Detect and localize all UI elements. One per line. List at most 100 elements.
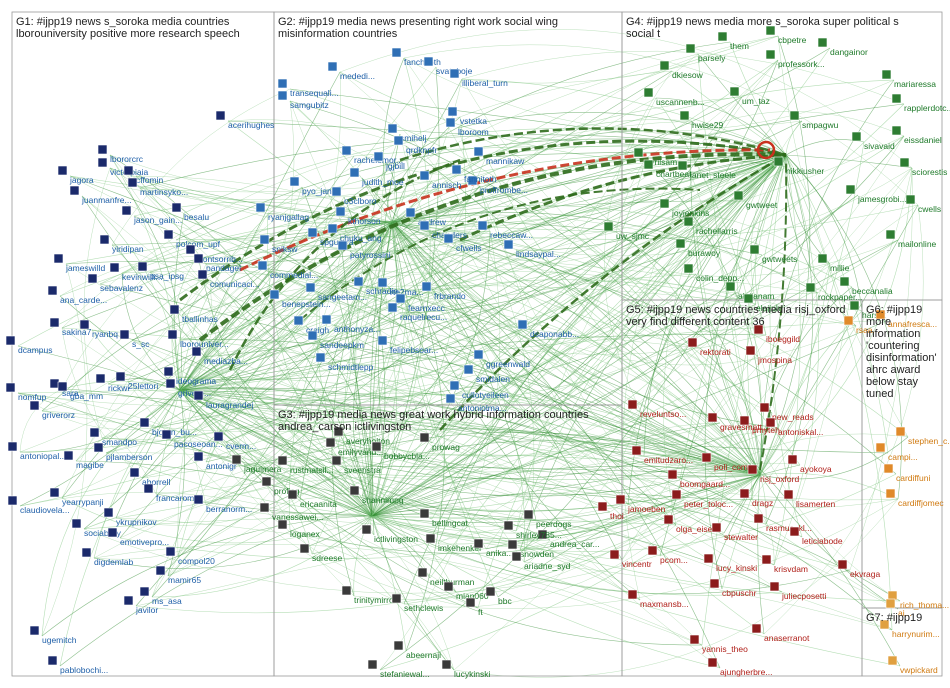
node-jmospina[interactable]: jmospina [745, 345, 792, 365]
node-thoi[interactable]: thoi [597, 501, 624, 521]
node-andrew[interactable]: andrew [405, 207, 447, 227]
node-averyholton[interactable]: averyholton [333, 426, 390, 446]
node-25lettori[interactable]: 25lettori [115, 371, 158, 391]
node-chuku-ang[interactable]: chuku_ang [327, 223, 382, 243]
node-peter-toloc[interactable]: peter_toloc... [671, 489, 733, 509]
node-burawoy[interactable]: burawoy [675, 238, 721, 258]
node-rustmatsil[interactable]: rustmatsil... [277, 455, 333, 475]
node-ms-asa[interactable]: ms_asa [139, 586, 182, 606]
node-cyrilsam[interactable]: cyrilsam [633, 147, 677, 167]
node-mannikaw[interactable]: mannikaw [473, 146, 525, 166]
node-peerdogs[interactable]: peerdogs [523, 509, 571, 529]
node-prowag[interactable]: prowag [419, 432, 460, 452]
node-juanmanfre[interactable]: juanmanfre... [69, 185, 132, 205]
node-spguerra[interactable]: spguerra [307, 227, 354, 247]
node-pontsorrib[interactable]: pontsorrib... [185, 244, 243, 264]
node-ariadne-syd[interactable]: ariadne_syd [511, 551, 571, 571]
node-digdemlab[interactable]: digdemlab [81, 547, 133, 567]
node-transequali[interactable]: transequali... [277, 78, 339, 98]
node-lbororcrc[interactable]: lbororcrc [97, 144, 144, 164]
node-stefaniewal[interactable]: stefaniewal... [367, 659, 430, 679]
node-jamoeben[interactable]: jamoeben [615, 494, 666, 514]
node-imkehenkel[interactable]: imkehenkel [425, 533, 481, 553]
node-compol20[interactable]: compol20 [165, 546, 215, 566]
node-comunicaci[interactable]: comunicaci... [197, 269, 260, 289]
node-chartbeat[interactable]: chartbeat [643, 159, 692, 179]
node-dcampus[interactable]: dcampus [5, 335, 53, 355]
node-rapplerdotc[interactable]: rapplerdotc... [891, 93, 950, 113]
node-pjlamberson[interactable]: pjlamberson [93, 442, 153, 462]
node-uw-sjmc[interactable]: uw_sjmc [603, 221, 650, 241]
node-fannitoth[interactable]: fannitoth [451, 164, 497, 184]
node-ryanbq[interactable]: ryanbq [79, 319, 118, 339]
node-harrynurim[interactable]: harrynurim... [879, 619, 940, 639]
node-snowden[interactable]: snowden [507, 539, 554, 559]
node-juliecposetti[interactable]: juliecposetti [769, 581, 827, 601]
node-elajjuh[interactable]: elajjuh [743, 293, 781, 313]
node-antoniopal[interactable]: antoniopal... [7, 441, 66, 461]
node-commedial[interactable]: commedial... [257, 260, 318, 280]
node-jamesgrobi[interactable]: jamesgrobi... [845, 184, 907, 204]
node-cardiffjomec[interactable]: cardiffjomec [885, 488, 944, 508]
node-bellingcat[interactable]: bellingcat [419, 508, 469, 528]
node-bjoern-bu[interactable]: bjoern_bu... [139, 417, 197, 437]
node-rektorati[interactable]: rektorati [687, 337, 731, 357]
node-ericaanita[interactable]: ericaanita [287, 489, 337, 509]
node-fanchitoth[interactable]: fanchitoth [391, 47, 441, 67]
node-kevinwilli[interactable]: kevinwilli... [109, 262, 163, 282]
node-um-taz[interactable]: um_taz [729, 86, 770, 106]
node-raquelrecu[interactable]: raquelrecu... [387, 302, 447, 322]
node-ggreenwald[interactable]: ggreenwald [473, 349, 530, 369]
node-nomfup[interactable]: nomfup [5, 382, 47, 402]
node-ekvraga[interactable]: ekvraga [837, 559, 881, 579]
node-psa-ipsg[interactable]: psa_ipsg [137, 261, 184, 281]
node-bobbycbla[interactable]: bobbycbla... [371, 441, 430, 461]
node-cfwells[interactable]: cfwells [443, 233, 482, 253]
node-smihelj[interactable]: smihelj [387, 123, 427, 143]
node-hwise29[interactable]: hwise29 [679, 110, 723, 130]
node-maxmansb[interactable]: maxmansb... [627, 589, 689, 609]
node-smpagwu[interactable]: smpagwu [789, 110, 839, 130]
node-sdreese[interactable]: sdreese [299, 543, 343, 563]
node-proffrombe[interactable]: proffrombe... [467, 175, 528, 195]
node-smidalen[interactable]: smidalen [463, 364, 510, 384]
node-lindsaypal[interactable]: lindsaypal... [503, 239, 561, 259]
node-anika[interactable]: anika... [473, 538, 513, 558]
node-pyo-jane[interactable]: pyo_jane [289, 176, 337, 196]
node-aborrell[interactable]: aborrell [129, 467, 170, 487]
node-annafresca[interactable]: annafresca... [875, 309, 937, 329]
node-dkiesow[interactable]: dkiesow [659, 60, 704, 80]
node-kthorson[interactable]: kthorson [335, 206, 381, 226]
node-qrdknpfr[interactable]: qrdknpfr [393, 135, 437, 155]
node-ana-carde[interactable]: ana_carde... [47, 285, 107, 305]
node-annisch[interactable]: annisch [419, 170, 462, 190]
node-vanessawei[interactable]: vanessawei... [259, 502, 324, 522]
node-cbpetre[interactable]: cbpetre [765, 25, 807, 45]
node-antonigr[interactable]: antonigr [193, 451, 237, 471]
node-ajungherbre[interactable]: ajungherbre... [707, 657, 772, 677]
node-janet-steele[interactable]: janet_steele [677, 160, 736, 180]
node-benepstein[interactable]: benepstein... [269, 289, 331, 309]
node-samgubitz[interactable]: samgubitz [277, 90, 329, 110]
node-dangainor[interactable]: dangainor [817, 37, 868, 57]
node-francarom[interactable]: francarom [143, 483, 194, 503]
node-ugemitch[interactable]: ugemitch [29, 625, 77, 645]
node-judith-moe[interactable]: judith_moe [349, 167, 404, 187]
node-antoniolma[interactable]: antoniolma... [445, 393, 507, 413]
node-risj-oxford[interactable]: risj_oxford [747, 464, 799, 484]
node-uscannenb[interactable]: uscannenb... [643, 87, 705, 107]
node-krisvdam[interactable]: krisvdam [761, 554, 808, 574]
node-gwtweets[interactable]: gwtweets [749, 244, 797, 264]
node-sakina7[interactable]: sakina7 [49, 317, 92, 337]
node-dragz[interactable]: dragz [739, 488, 773, 508]
node-acerihughes[interactable]: acerihughes [215, 110, 274, 130]
node-yannis-theo[interactable]: yannis_theo [689, 634, 748, 654]
node-rte2ma[interactable]: rte2ma... [377, 277, 424, 297]
node-emilyvand[interactable]: emilyvand... [325, 437, 383, 457]
node-besalu[interactable]: besalu [171, 202, 209, 222]
node-andrea-car[interactable]: andrea_car... [537, 529, 600, 549]
node-tballinhas[interactable]: tballinhas [169, 304, 218, 324]
node-ideograma[interactable]: ideograma [163, 366, 216, 386]
node-sciorestis[interactable]: sciorestis [899, 157, 947, 177]
node-rickwi[interactable]: rickwi [95, 373, 129, 393]
